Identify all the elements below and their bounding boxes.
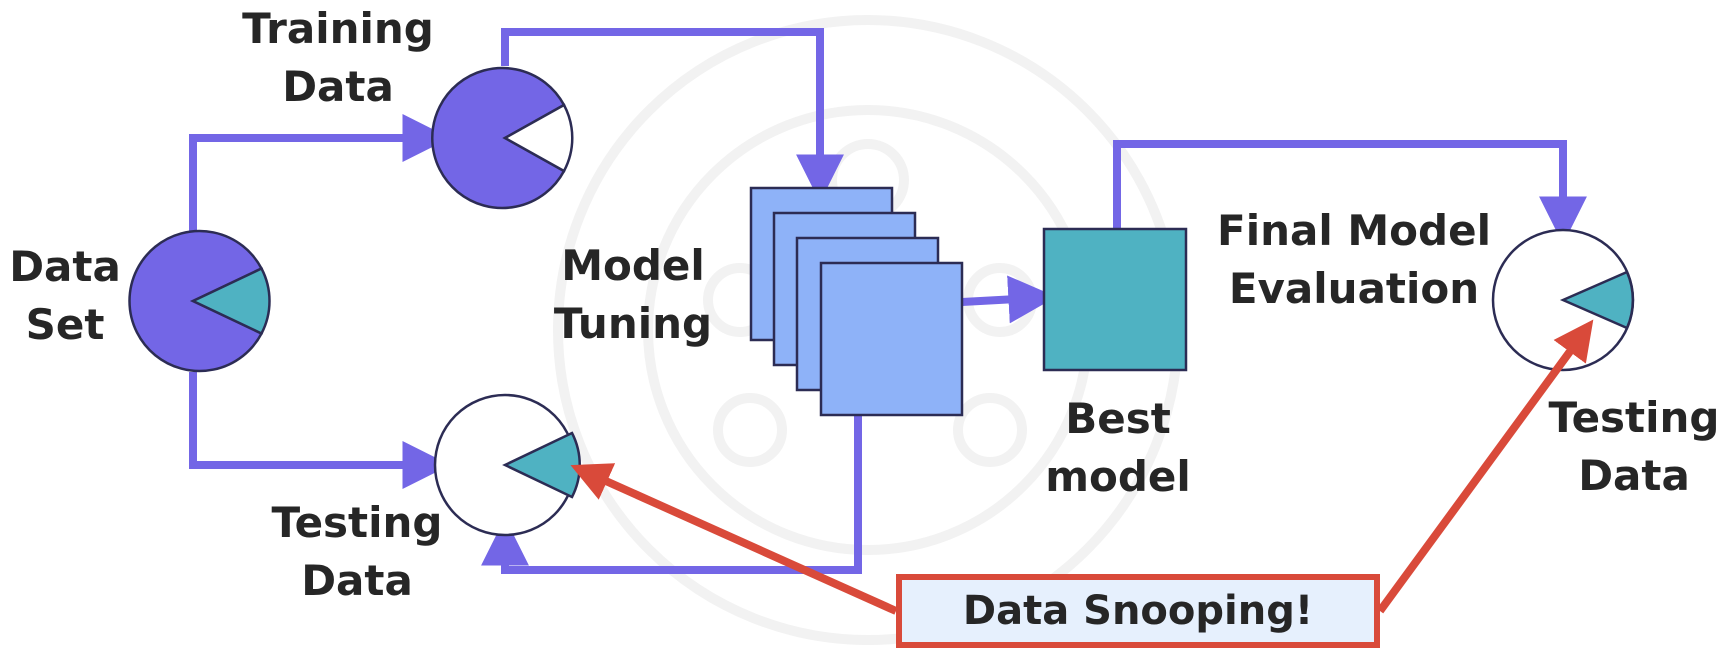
model-tuning-label-line2: Tuning [553,299,713,348]
testing-data-right-line1: Testing [1548,393,1720,442]
model-tuning-stack [749,186,964,417]
arrow-dataset-to-training [189,114,451,232]
training-data-label: Training Data [238,0,438,116]
arrow-training-to-tuning [501,28,844,203]
best-model-label-line1: Best [1065,394,1171,443]
final-eval-label-line2: Evaluation [1228,264,1480,313]
testing-data-left-line1: Testing [271,498,443,547]
training-data-label-line1: Training [242,4,434,53]
snooping-arrow-left [570,463,898,615]
training-data-pie [431,66,574,210]
best-model-label-line2: model [1045,452,1191,501]
arrow-dataset-to-testing [189,372,451,489]
data-snooping-callout: Data Snooping! [896,574,1380,648]
data-snooping-text: Data Snooping! [962,588,1314,634]
final-model-evaluation-label: Final Model Evaluation [1214,202,1494,318]
testing-data-pie-right [1491,228,1635,372]
testing-data-left-line2: Data [301,556,413,605]
data-set-label: Data Set [0,238,130,354]
arrow-tuning-to-testing [481,415,862,574]
best-model-square [1042,227,1188,372]
data-set-label-line2: Set [25,300,105,349]
testing-data-label-right: Testing Data [1534,389,1734,505]
training-data-label-line2: Data [282,62,394,111]
testing-data-right-line2: Data [1578,451,1690,500]
arrow-best-model-to-final-testing [1113,140,1587,245]
snooping-arrow-right [1376,319,1594,614]
data-set-label-line1: Data [9,242,121,291]
arrow-tuning-to-best-model [961,275,1057,324]
model-tuning-label-line1: Model [561,241,705,290]
final-eval-label-line1: Final Model [1217,206,1491,255]
model-tuning-label: Model Tuning [548,237,718,353]
testing-data-pie-left [433,393,581,537]
data-set-pie [128,229,271,373]
testing-data-label-left: Testing Data [262,494,452,610]
best-model-label: Best model [1038,390,1198,506]
